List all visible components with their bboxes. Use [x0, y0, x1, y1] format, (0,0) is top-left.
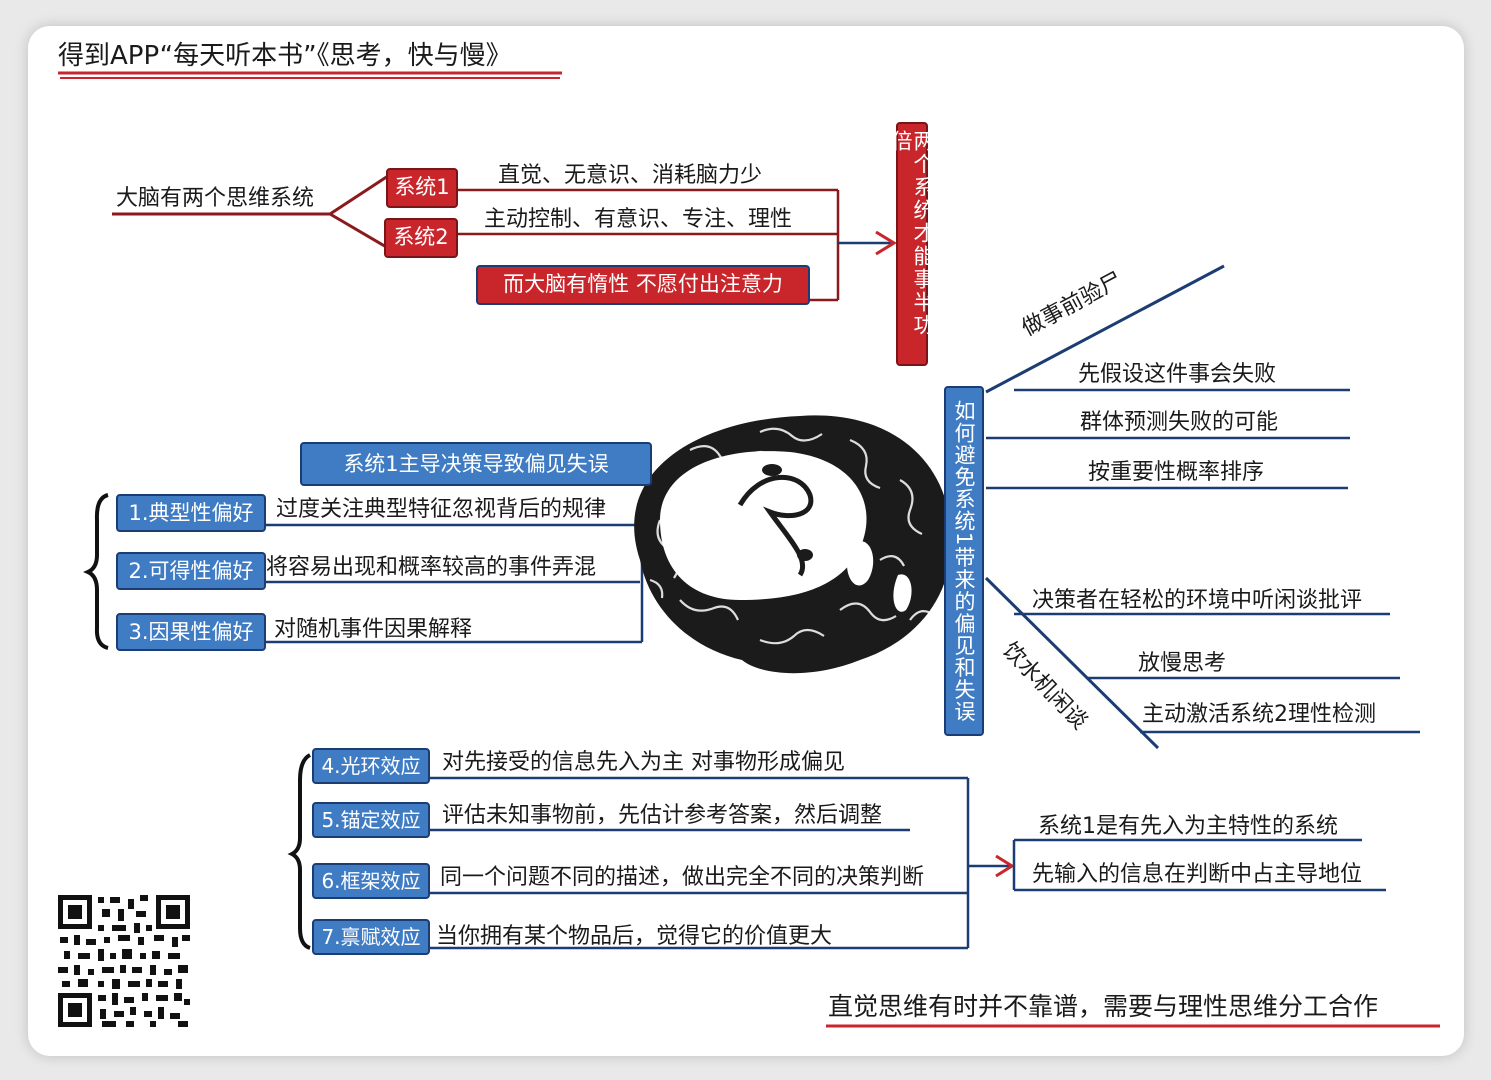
- water-cooler-item-2: 放慢思考: [1138, 651, 1227, 676]
- bias-1-label: 1.典型性偏好: [116, 494, 266, 532]
- effect-5-desc: 评估未知事物前，先估计参考答案，然后调整: [442, 803, 883, 828]
- result-2: 先输入的信息在判断中占主导地位: [1032, 862, 1363, 887]
- root-node: 大脑有两个思维系统: [116, 186, 315, 211]
- system2-desc: 主动控制、有意识、专注、理性: [484, 207, 793, 232]
- effect-6-label: 6.框架效应: [312, 863, 430, 899]
- bias-header: 系统1主导决策导致偏见失误: [300, 442, 652, 486]
- bias-2-label: 2.可得性偏好: [116, 552, 266, 590]
- bias-2-desc: 将容易出现和概率较高的事件弄混: [266, 555, 597, 580]
- bias-3-label: 3.因果性偏好: [116, 613, 266, 651]
- footer-summary: 直觉思维有时并不靠谱，需要与理性思维分工合作: [828, 992, 1379, 1021]
- premortem-item-3: 按重要性概率排序: [1088, 460, 1265, 485]
- avoid-bias-title-box: 如何避免系统1带来的偏见和失误: [944, 386, 984, 736]
- water-cooler-item-3: 主动激活系统2理性检测: [1142, 702, 1376, 727]
- system1-desc: 直觉、无意识、消耗脑力少: [498, 163, 763, 188]
- inertia-note: 而大脑有惰性 不愿付出注意力: [476, 265, 810, 305]
- system1-box: 系统1: [386, 168, 458, 208]
- bias-1-desc: 过度关注典型特征忽视背后的规律: [276, 497, 607, 522]
- effect-4-label: 4.光环效应: [312, 748, 430, 784]
- effect-7-desc: 当你拥有某个物品后，觉得它的价值更大: [436, 924, 833, 949]
- effect-7-label: 7.禀赋效应: [312, 919, 430, 955]
- effect-6-desc: 同一个问题不同的描述，做出完全不同的决策判断: [440, 865, 925, 890]
- water-cooler-item-1: 决策者在轻松的环境中听闲谈批评: [1032, 588, 1363, 613]
- bias-3-desc: 对随机事件因果解释: [274, 617, 473, 642]
- qr-code: [58, 895, 190, 1027]
- effect-4-desc: 对先接受的信息先入为主 对事物形成偏见: [442, 750, 845, 775]
- premortem-item-2: 群体预测失败的可能: [1080, 410, 1279, 435]
- conclusion-vertical: 两个系统才能事半功倍: [889, 122, 935, 366]
- avoid-bias-title: 如何避免系统1带来的偏见和失误: [952, 399, 976, 723]
- conclusion-text: 两个系统才能事半功倍: [889, 130, 935, 337]
- effect-5-label: 5.锚定效应: [312, 802, 430, 838]
- result-1: 系统1是有先入为主特性的系统: [1038, 814, 1338, 839]
- system2-box: 系统2: [384, 218, 458, 258]
- premortem-item-1: 先假设这件事会失败: [1078, 362, 1277, 387]
- page-title: 得到APP“每天听本书”《思考，快与慢》: [58, 41, 512, 71]
